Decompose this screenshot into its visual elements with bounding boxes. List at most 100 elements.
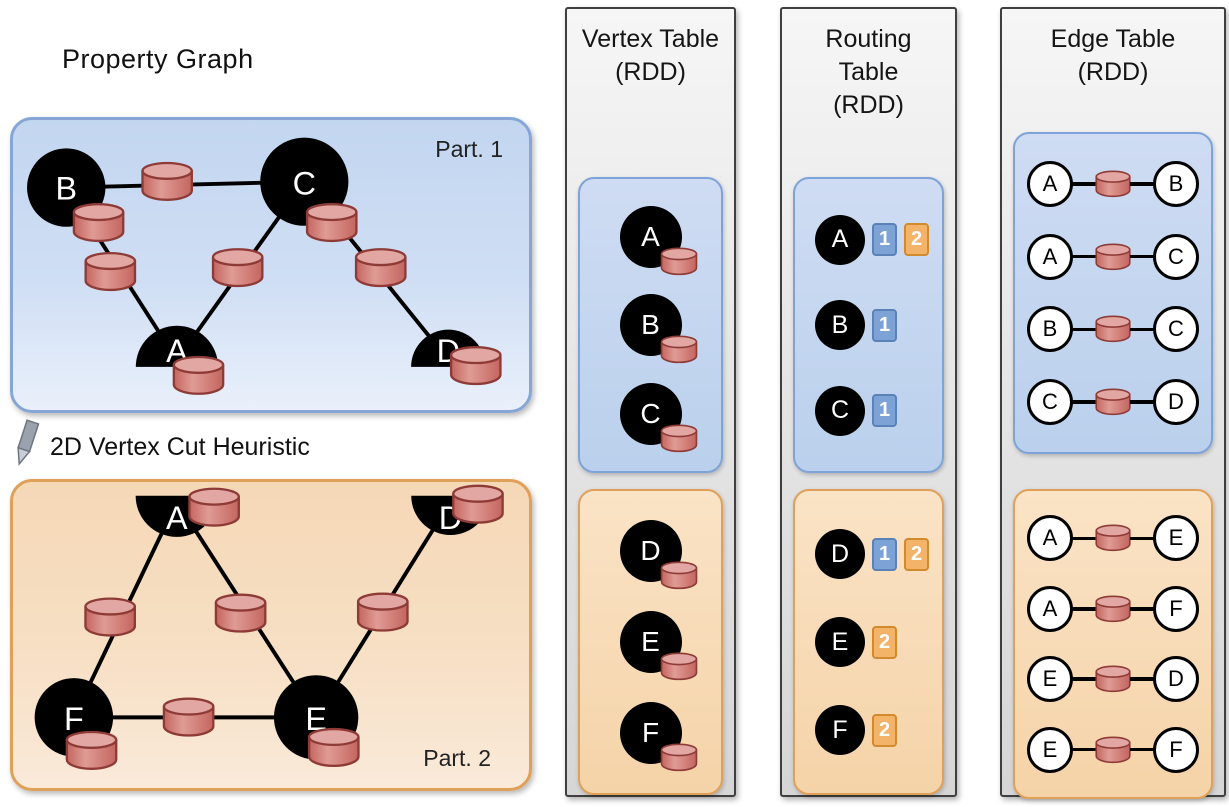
- edge-property-cylinder: [1095, 243, 1131, 270]
- edge-property-cylinder: [1095, 524, 1131, 552]
- partition-badge-2: 2: [872, 713, 897, 747]
- partition-badge-2: 2: [904, 537, 929, 571]
- vertex-label: D: [640, 535, 661, 566]
- edge-line: [1071, 536, 1096, 541]
- vertex-label: D: [830, 539, 850, 568]
- routing-entry-F: F 2: [795, 705, 942, 755]
- vertex-label: F: [1169, 736, 1183, 762]
- edge-property-cylinder: [214, 593, 267, 633]
- edge-property-cylinder: [211, 248, 264, 288]
- vertex-label: C: [1042, 389, 1058, 415]
- vertex-table-title: Vertex Table (RDD): [581, 25, 720, 86]
- vertex-entry-C: C: [619, 382, 697, 452]
- routing-entry-B: B 1: [795, 300, 942, 350]
- vertex-table-partition-2: D E F: [578, 489, 723, 795]
- partition-badge-2: 2: [872, 625, 897, 659]
- edge-entry-A-F: A F: [1015, 585, 1211, 632]
- partition-badge-1: 1: [872, 223, 897, 256]
- edge-property-cylinder: [1095, 665, 1131, 693]
- vertex-label: B: [55, 170, 77, 206]
- vertex-label: C: [830, 396, 850, 424]
- partition-badge-1: 1: [872, 537, 897, 571]
- vertex-node: C: [1153, 233, 1199, 280]
- vertex-node: F: [619, 702, 682, 764]
- edge-line: [1130, 327, 1155, 332]
- edge-property-cylinder: [1095, 736, 1131, 763]
- vertex-label: D: [1168, 389, 1184, 415]
- vertex-label: E: [1168, 525, 1184, 551]
- edge-line: [1130, 536, 1155, 541]
- vertex-property-cylinder: [660, 335, 697, 364]
- vertex-node: B: [815, 300, 865, 350]
- routing-entry-A: A 1 2: [795, 214, 942, 265]
- vertex-label: A: [1042, 525, 1058, 551]
- routing-table-panel: Routing Table (RDD) A 1 2 B 1 C 1 D 1 2: [780, 7, 957, 797]
- edge-line: [1130, 400, 1155, 404]
- vertex-node: D: [1153, 379, 1199, 426]
- vertex-node: C: [815, 385, 865, 436]
- vertex-entry-F: F: [619, 702, 697, 772]
- routing-entry-C: C 1: [795, 385, 942, 436]
- edge-entry-A-E: A E: [1015, 515, 1211, 562]
- vertex-label: A: [831, 225, 849, 253]
- edge-property-cylinder: [141, 161, 193, 201]
- partition-2-graph: A D F E: [34, 484, 504, 770]
- vertex-label: D: [1168, 666, 1184, 692]
- vertex-node: C: [1027, 379, 1073, 426]
- vertex-label: A: [1042, 243, 1058, 269]
- edge-line: [1130, 182, 1155, 186]
- edge-line: [1130, 747, 1155, 752]
- edge-line: [1071, 747, 1096, 752]
- edge-line: [1071, 677, 1096, 681]
- routing-entry-D: D 1 2: [795, 529, 942, 579]
- edge-line: [1071, 607, 1096, 611]
- edge-property-cylinder: [162, 697, 215, 737]
- edge-line: [1130, 677, 1155, 681]
- vertex-node: B: [1153, 160, 1199, 207]
- vertex-label: C: [1168, 243, 1184, 269]
- vertex-property-cylinder: [65, 730, 118, 770]
- vertex-entry-A: A: [619, 205, 697, 275]
- vertex-entry-E: E: [619, 611, 697, 681]
- edge-table-partition-1: A B A C B C C: [1013, 132, 1213, 454]
- vertex-node: A: [815, 214, 865, 265]
- partition-2-label: Part. 2: [423, 745, 491, 771]
- vertex-property-cylinder: [660, 423, 697, 452]
- vertex-label: F: [641, 717, 660, 748]
- vertex-label: B: [1168, 170, 1184, 196]
- partition-1-box: B C A D Part. 1: [10, 117, 532, 413]
- vertex-label: E: [641, 626, 660, 657]
- edge-line: [1130, 607, 1155, 611]
- vertex-node: D: [1153, 656, 1199, 703]
- vertex-property-cylinder: [660, 561, 697, 590]
- vertex-node: E: [815, 617, 865, 667]
- vertex-property-cylinder: [449, 346, 502, 386]
- vertex-node: E: [1153, 515, 1199, 562]
- vertex-table-partition-1: A B C: [578, 177, 723, 473]
- vertex-property-cylinder: [305, 202, 358, 243]
- vertex-label: E: [1042, 736, 1058, 762]
- vertex-label: E: [1042, 666, 1058, 692]
- edge-line: [1071, 182, 1096, 186]
- vertex-property-cylinder: [452, 484, 504, 524]
- edge-property-cylinder: [356, 592, 409, 632]
- vertex-node: F: [815, 705, 865, 755]
- vertex-node: F: [1153, 726, 1199, 773]
- vertex-node: A: [1027, 233, 1073, 280]
- routing-entry-E: E 2: [795, 617, 942, 667]
- partition-badge-2: 2: [904, 223, 929, 256]
- routing-table-partition-2: D 1 2 E 2 F 2: [793, 489, 944, 795]
- vertex-label: F: [832, 715, 848, 744]
- vertex-property-cylinder: [307, 727, 360, 768]
- vertex-node: A: [1027, 515, 1073, 562]
- routing-table-title: Routing Table (RDD): [825, 25, 912, 119]
- vertex-node: A: [1027, 160, 1073, 207]
- vertex-label: B: [641, 309, 660, 340]
- vertex-property-cylinder: [660, 246, 697, 275]
- partition-1-graph: B C A D: [27, 137, 502, 395]
- edge-entry-E-F: E F: [1015, 726, 1211, 773]
- heuristic-label: 2D Vertex Cut Heuristic: [50, 432, 310, 461]
- vertex-node: E: [1027, 656, 1073, 703]
- pen-arrow-icon: [17, 419, 40, 466]
- vertex-label: A: [166, 500, 188, 536]
